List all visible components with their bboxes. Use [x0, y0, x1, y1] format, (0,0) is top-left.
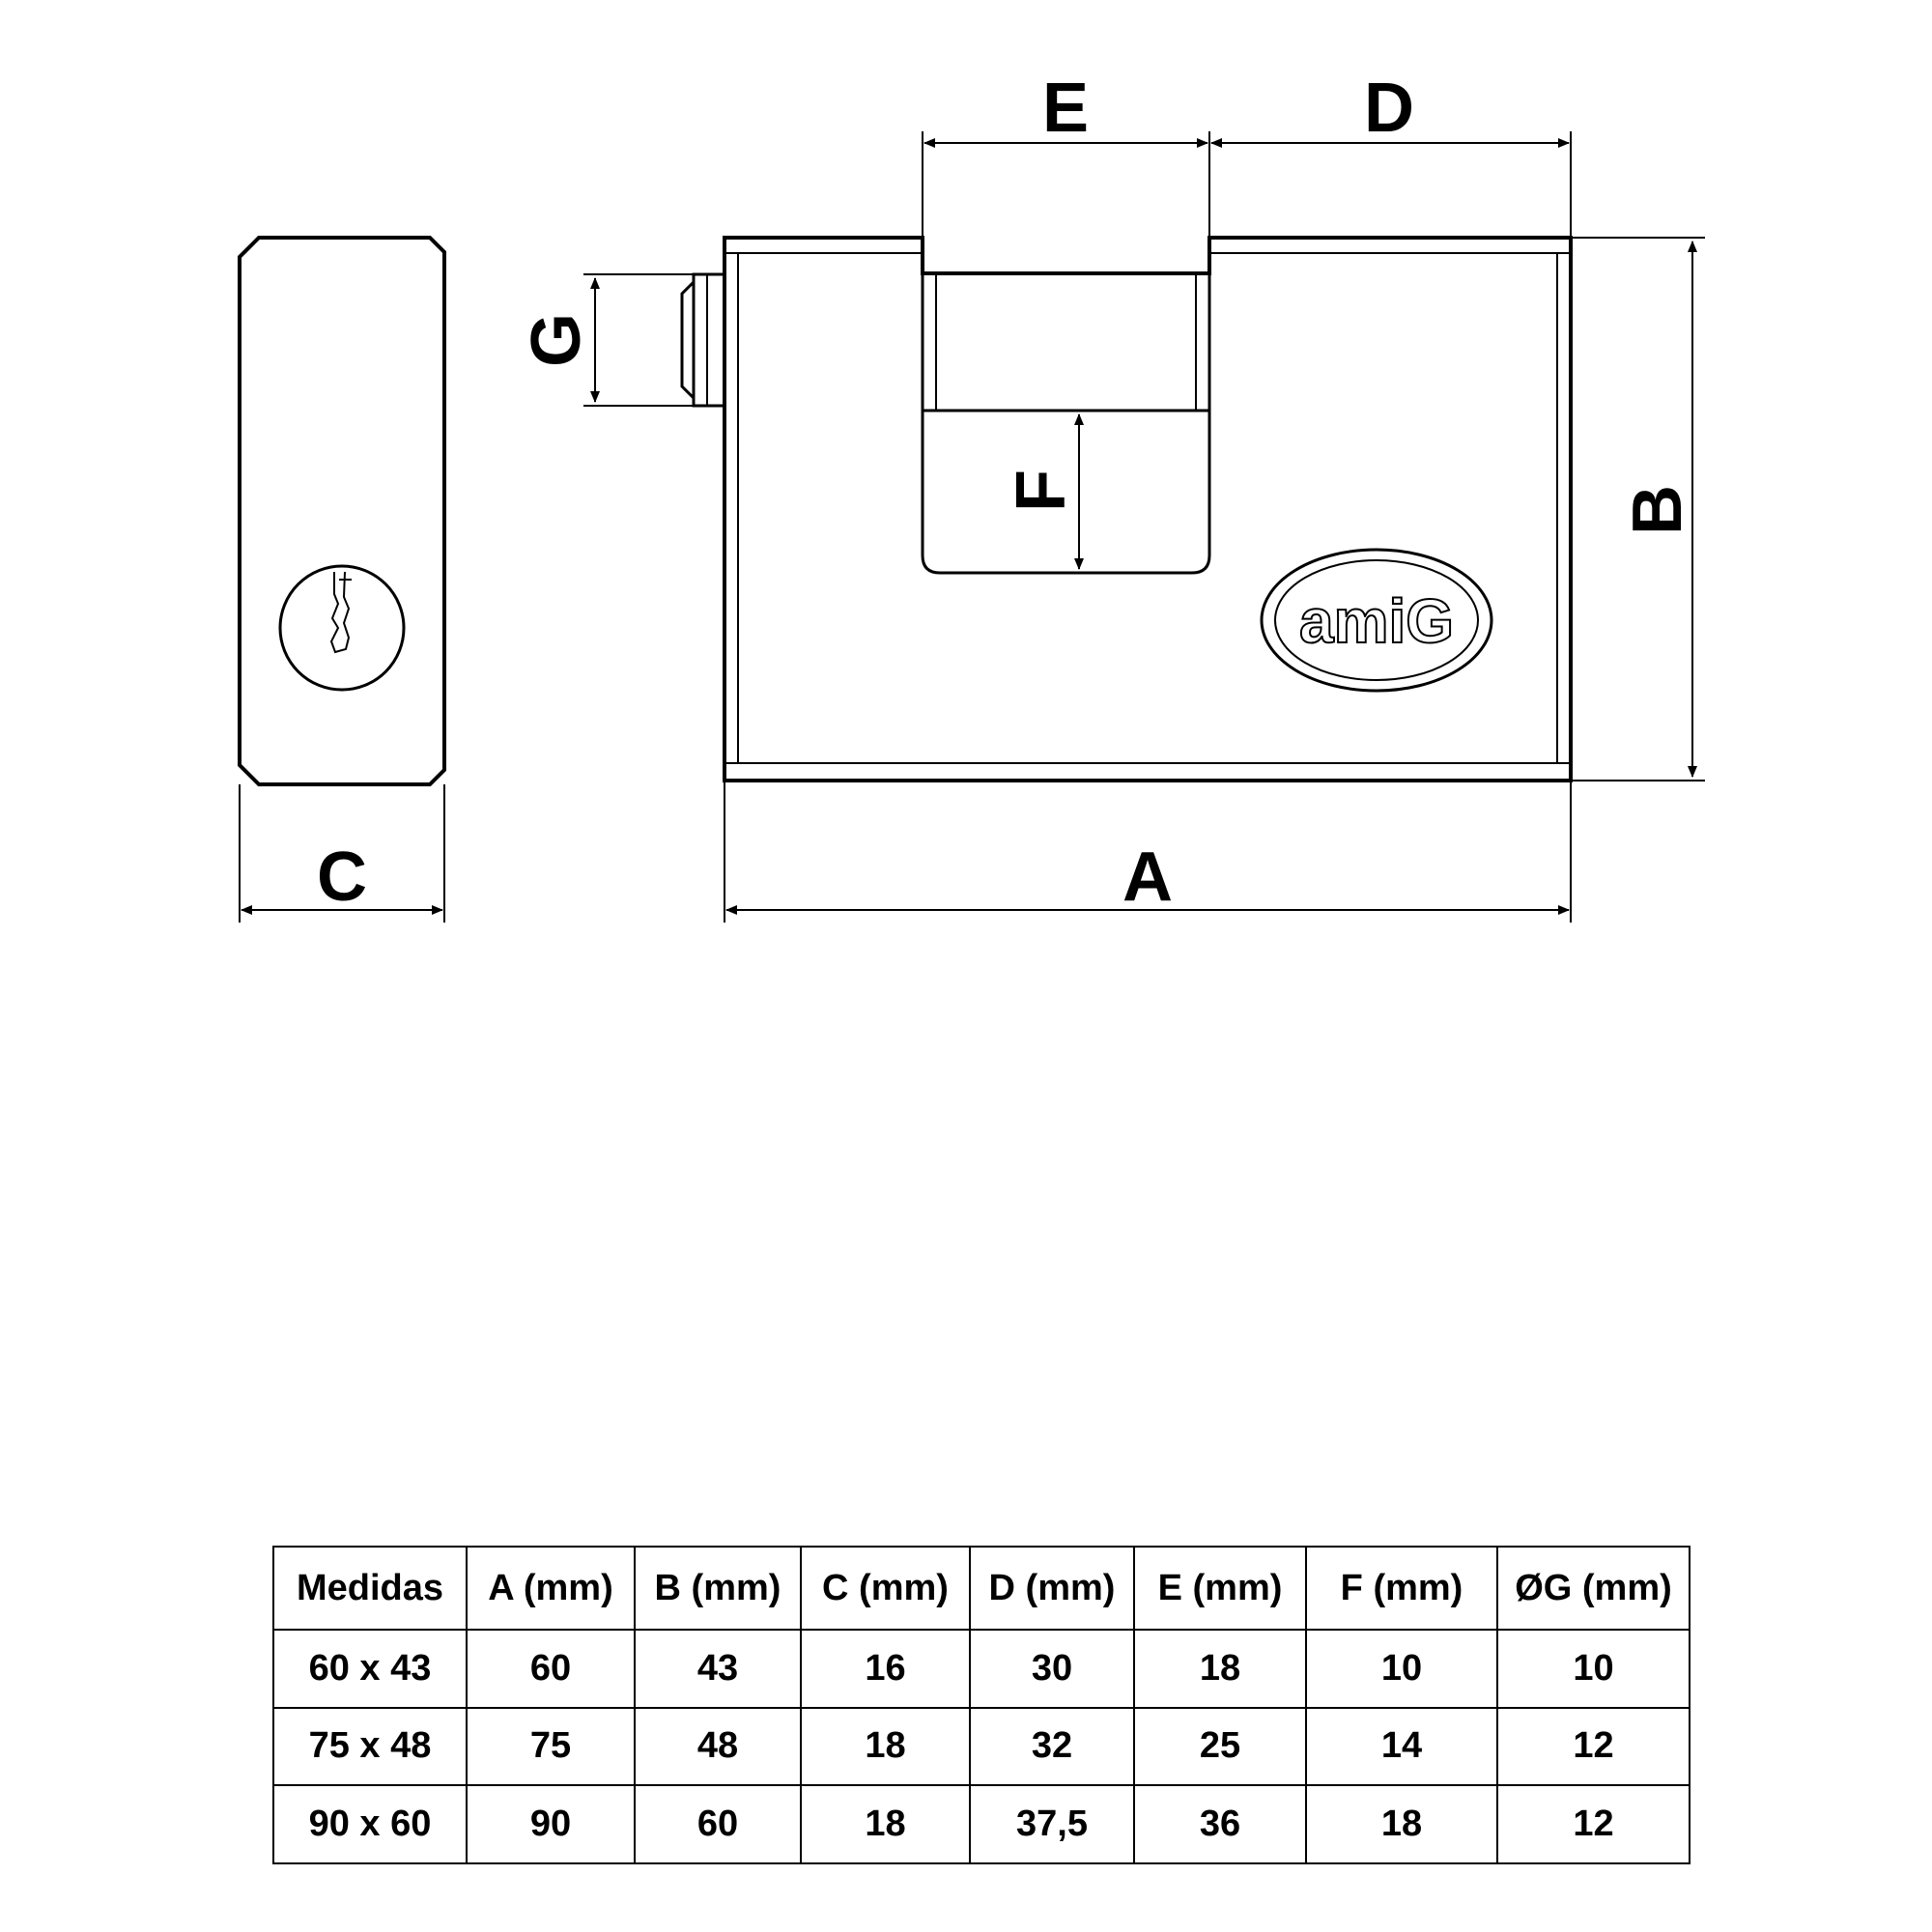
table-cell: 75 — [466, 1706, 636, 1787]
label-e: E — [1042, 70, 1089, 147]
logo-text: amiG — [1299, 586, 1454, 656]
table-cell: 16 — [800, 1629, 971, 1709]
table-cell: 25 — [1133, 1706, 1307, 1787]
table-cell: 37,5 — [969, 1784, 1135, 1864]
label-d: D — [1364, 70, 1414, 147]
table-cell: 18 — [800, 1706, 971, 1787]
label-a: A — [1122, 838, 1173, 916]
table-cell: 48 — [634, 1706, 802, 1787]
shackle — [921, 273, 1211, 412]
dimensions-table: Medidas A (mm) B (mm) C (mm) D (mm) E (m… — [272, 1546, 1690, 1864]
table-row: 60 x 43 60 43 16 30 18 10 10 — [272, 1629, 1690, 1709]
table-cell: 60 — [466, 1629, 636, 1709]
label-g: G — [518, 313, 595, 367]
table-cell: 90 — [466, 1784, 636, 1864]
table-cell: 18 — [800, 1784, 971, 1864]
header-g: ØG (mm) — [1496, 1546, 1690, 1631]
label-b: B — [1619, 485, 1696, 535]
table-header-row: Medidas A (mm) B (mm) C (mm) D (mm) E (m… — [272, 1546, 1690, 1631]
table-cell: 12 — [1496, 1706, 1690, 1787]
keyhole-icon — [278, 564, 406, 692]
amig-logo: amiG — [1260, 548, 1493, 693]
table-cell: 90 x 60 — [272, 1784, 468, 1864]
table-cell: 14 — [1305, 1706, 1498, 1787]
table-cell: 10 — [1305, 1629, 1498, 1709]
table-cell: 30 — [969, 1629, 1135, 1709]
lock-pin — [680, 272, 724, 408]
header-c: C (mm) — [800, 1546, 971, 1631]
table-cell: 60 — [634, 1784, 802, 1864]
extension-lines — [239, 131, 1705, 923]
table-cell: 32 — [969, 1706, 1135, 1787]
table-cell: 12 — [1496, 1784, 1690, 1864]
table-cell: 18 — [1133, 1629, 1307, 1709]
table-row: 90 x 60 90 60 18 37,5 36 18 12 — [272, 1784, 1690, 1864]
label-c: C — [317, 838, 367, 916]
header-f: F (mm) — [1305, 1546, 1498, 1631]
table-cell: 36 — [1133, 1784, 1307, 1864]
table-cell: 75 x 48 — [272, 1706, 468, 1787]
table-cell: 18 — [1305, 1784, 1498, 1864]
padlock-diagram: amiG E D A C B G F — [238, 70, 1705, 923]
dimension-lines — [241, 138, 1697, 915]
table-row: 75 x 48 75 48 18 32 25 14 12 — [272, 1706, 1690, 1787]
table-cell: 43 — [634, 1629, 802, 1709]
header-a: A (mm) — [466, 1546, 636, 1631]
header-e: E (mm) — [1133, 1546, 1307, 1631]
header-medidas: Medidas — [272, 1546, 468, 1631]
side-view — [238, 236, 446, 786]
header-b: B (mm) — [634, 1546, 802, 1631]
table-cell: 60 x 43 — [272, 1629, 468, 1709]
header-d: D (mm) — [969, 1546, 1135, 1631]
front-view: amiG — [680, 236, 1573, 782]
dimension-labels: E D A C B G F — [317, 70, 1696, 916]
table-cell: 10 — [1496, 1629, 1690, 1709]
label-f: F — [1003, 469, 1080, 512]
